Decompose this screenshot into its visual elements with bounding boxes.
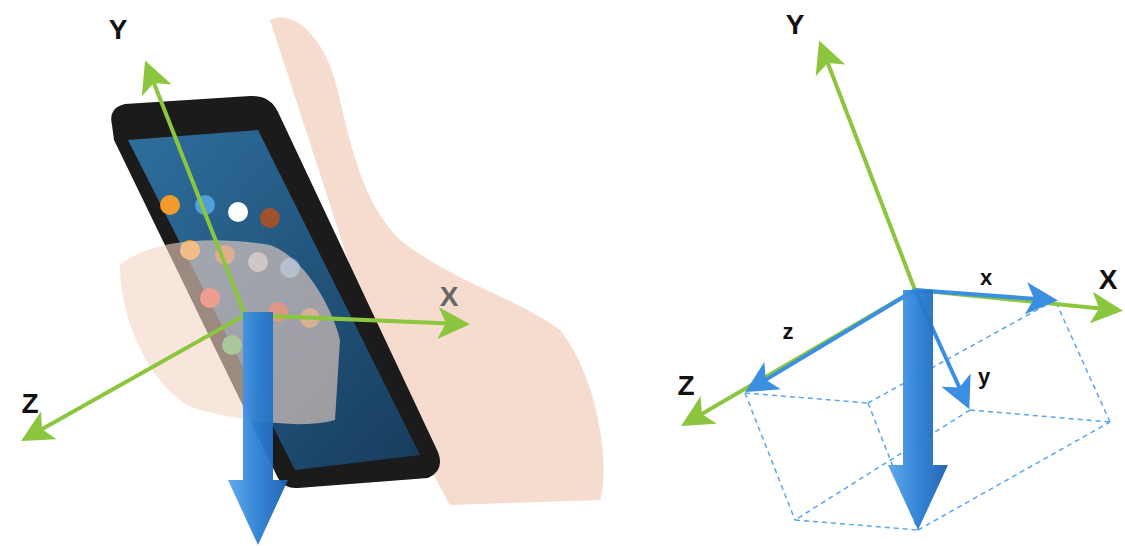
axis-label: Z bbox=[677, 372, 694, 400]
gravity-arrow bbox=[888, 290, 948, 530]
phone bbox=[111, 96, 440, 488]
axis-label: Y bbox=[109, 16, 128, 44]
world-axes bbox=[688, 48, 1115, 422]
axis-label: X bbox=[440, 283, 459, 311]
axis-label: Z bbox=[21, 390, 38, 418]
axis-label: X bbox=[1099, 266, 1118, 294]
component-axes bbox=[752, 290, 1050, 402]
component-label: x bbox=[980, 267, 992, 289]
fingers bbox=[120, 240, 340, 424]
axis-label: Y bbox=[786, 11, 805, 39]
component-label: y bbox=[978, 366, 990, 388]
gravity-arrow bbox=[228, 312, 288, 545]
component-label: z bbox=[783, 321, 794, 343]
